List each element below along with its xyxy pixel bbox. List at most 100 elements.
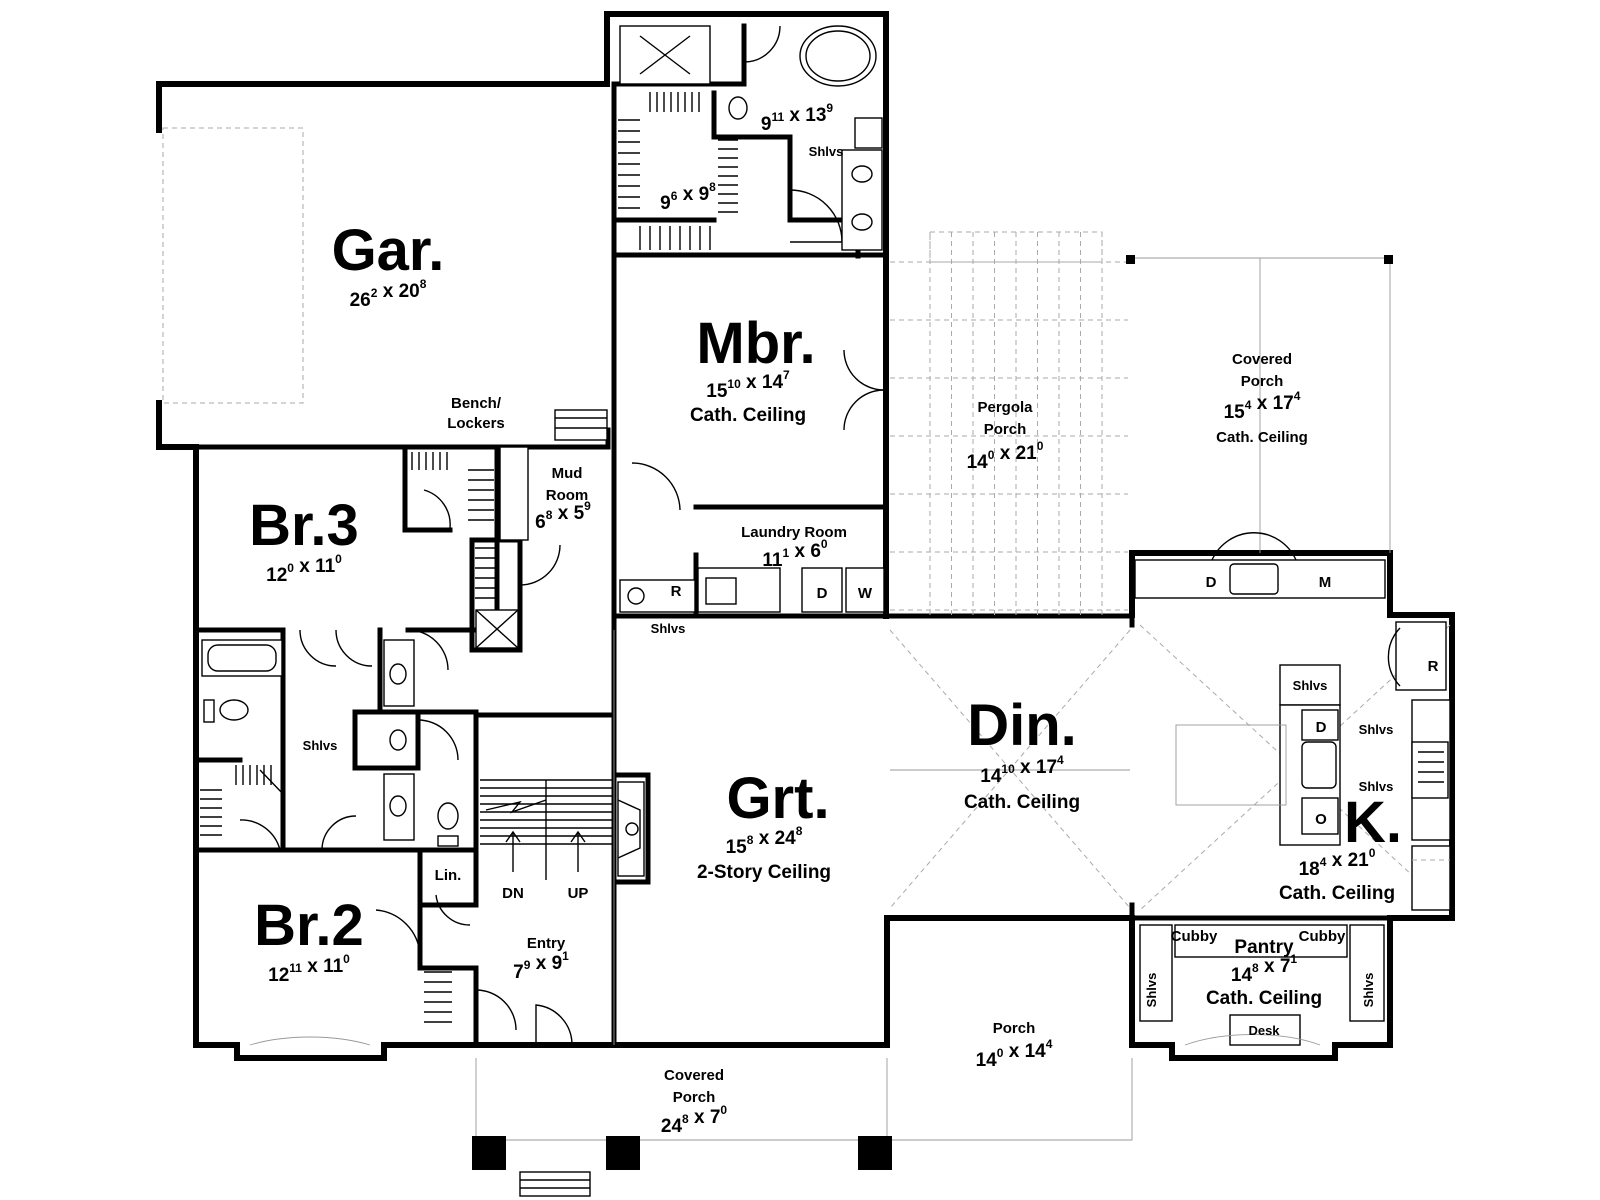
pantry-dims: 148 x 71 (1231, 952, 1298, 986)
dimension-text: 111 x 60 (762, 537, 827, 571)
fireplace (617, 781, 645, 877)
bench-lockers-label-1: Bench/ (451, 395, 502, 412)
dimension-feet: x (377, 281, 398, 302)
great-room-dims: 158 x 248 (726, 824, 803, 858)
dimension-text: 154 x 174 (1224, 389, 1301, 423)
master-closet-dims: 96 x 98 (660, 180, 716, 214)
laundry-fixtures (475, 446, 885, 649)
dimension-text: 96 x 98 (660, 180, 716, 214)
dimension-inches: 8 (420, 277, 427, 291)
dryer-label: D (817, 585, 828, 602)
dimension-feet: 14 (1231, 965, 1253, 986)
master-bedroom-dims: 1510 x 147 (706, 368, 790, 402)
dimension-feet: 21 (1016, 443, 1038, 464)
rear-porch-label-1: Covered (1232, 351, 1292, 368)
dimension-text: 1211 x 110 (268, 952, 350, 986)
dimension-inches: 9 (584, 499, 591, 513)
dimension-inches: 8 (1252, 961, 1259, 975)
dimension-text: 79 x 91 (513, 949, 569, 983)
dimension-feet: 24 (775, 828, 797, 849)
dimension-feet: x (789, 541, 810, 562)
dimension-inches: 4 (1294, 389, 1301, 403)
front-porch-label: Porch (993, 1020, 1036, 1037)
entry-label: Entry (527, 935, 566, 952)
dimension-feet: x (1003, 1041, 1024, 1062)
dimension-feet: x (1015, 757, 1036, 778)
dimension-inches: 10 (727, 377, 741, 391)
dimension-feet: 11 (315, 556, 336, 577)
front-covered-porch-label-2: Porch (673, 1089, 716, 1106)
dimension-feet: 13 (805, 105, 826, 126)
kitchen-refrigerator: R (1428, 658, 1439, 675)
dimension-feet: 24 (661, 1116, 683, 1137)
pergola-dims: 140 x 210 (967, 439, 1044, 473)
dimension-inches: 11 (289, 961, 302, 975)
rear-porch-label-2: Porch (1241, 373, 1284, 390)
entry-dims: 79 x 91 (513, 949, 569, 983)
dimension-feet: x (552, 503, 573, 524)
dimension-inches: 9 (524, 958, 531, 972)
dimension-inches: 0 (988, 448, 995, 462)
stair (480, 779, 612, 880)
rear-porch-detail (1126, 255, 1393, 553)
dimension-feet: 15 (1224, 402, 1246, 423)
windows (195, 13, 1391, 1059)
front-porch-detail (472, 630, 1133, 1197)
kitchen-note: Cath. Ceiling (1279, 883, 1395, 904)
kitchen-shelves-2: Shlvs (1359, 722, 1394, 737)
garage-detail (162, 83, 608, 441)
hall-bath-fixtures (201, 639, 459, 847)
dimension-inches: 2 (371, 286, 378, 300)
pantry-label: Pantry (1234, 937, 1294, 958)
dimension-inches: 0 (997, 1046, 1004, 1060)
stair-arrow-up (570, 830, 586, 872)
dimension-text: 68 x 59 (535, 499, 591, 533)
oven-label: O (1315, 811, 1327, 828)
dimension-inches: 9 (826, 101, 833, 115)
laundry-room-dims: 111 x 60 (762, 537, 827, 571)
dimension-feet: 7 (1280, 956, 1291, 977)
kitchen-label: K. (1344, 790, 1402, 855)
dimension-inches: 4 (1057, 753, 1064, 767)
dimension-feet: 9 (761, 114, 772, 135)
dimension-feet: x (1326, 850, 1347, 871)
master-bath-dims: 911 x 139 (761, 101, 834, 135)
dimension-inches: 11 (771, 110, 784, 124)
stair-break-line (485, 799, 547, 814)
pantry-fixtures (1139, 924, 1385, 1046)
garage-label: Gar. (332, 218, 445, 283)
dimension-feet: x (741, 372, 762, 393)
dimension-inches: 0 (343, 952, 350, 966)
dimension-feet: 6 (535, 512, 546, 533)
dimension-feet: x (753, 828, 774, 849)
dimension-text: 148 x 71 (1231, 952, 1298, 986)
dimension-feet: x (530, 953, 551, 974)
dimension-inches: 1 (1290, 952, 1297, 966)
dimension-feet: 6 (810, 541, 821, 562)
pergola-grid (890, 231, 1128, 616)
room-labels: Gar. 262 x 208 Mbr. 1510 x 147 Cath. Cei… (249, 101, 1438, 1137)
pergola-end (929, 231, 1103, 263)
dimension-feet: 9 (699, 184, 710, 205)
front-covered-porch-dims: 248 x 70 (661, 1103, 728, 1137)
dimension-inches: 8 (796, 824, 803, 838)
master-bath-fixtures (619, 25, 883, 251)
pantry-shelves-right: Shlvs (1361, 973, 1376, 1008)
pantry-cubby-2: Cubby (1299, 928, 1346, 945)
kitchen-dishwasher-1: D (1206, 574, 1217, 591)
dimension-text: 184 x 210 (1299, 846, 1376, 880)
rear-porch-dims: 154 x 174 (1224, 389, 1301, 423)
dimension-feet: 26 (350, 290, 371, 311)
washer-label: W (858, 585, 873, 602)
dimension-inches: 7 (783, 368, 790, 382)
dimension-feet: 7 (710, 1107, 721, 1128)
rear-porch-note: Cath. Ceiling (1216, 429, 1308, 446)
dimension-feet: x (1251, 393, 1272, 414)
bedroom-2-label: Br.2 (254, 893, 364, 958)
dimension-inches: 8 (747, 833, 754, 847)
kitchen-shelves-3: Shlvs (1359, 779, 1394, 794)
kitchen-dims: 184 x 210 (1299, 846, 1376, 880)
dimension-feet: 15 (706, 381, 728, 402)
front-porch-dims: 140 x 144 (976, 1037, 1053, 1071)
dimension-feet: x (994, 443, 1015, 464)
